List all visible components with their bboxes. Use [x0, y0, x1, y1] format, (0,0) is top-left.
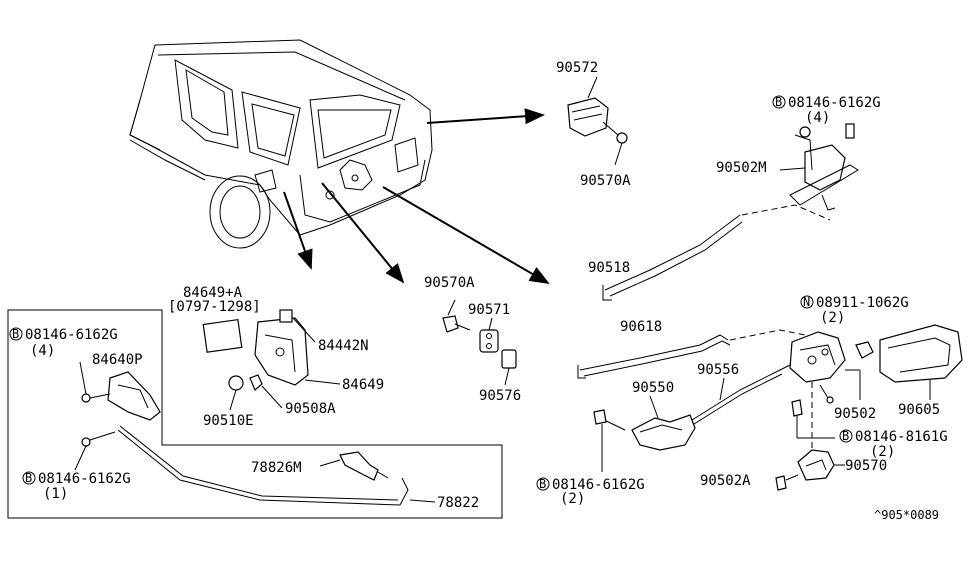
label-84640P: 84640P	[92, 352, 143, 368]
label-90570: 90570	[845, 458, 887, 474]
b-symbol-right-mid	[839, 429, 853, 443]
label-90576: 90576	[479, 388, 521, 404]
label-bolt-bottom: 08146-6162G	[552, 477, 645, 493]
label-78826M: 78826M	[251, 460, 302, 476]
label-90550: 90550	[632, 380, 674, 396]
part-84649-group	[202, 309, 341, 411]
b-symbol-left-top	[9, 327, 23, 341]
label-90571: 90571	[468, 302, 510, 318]
label-90570A-top: 90570A	[580, 173, 631, 189]
cable-90518	[602, 204, 831, 301]
part-90571-group	[442, 299, 517, 386]
b-symbol-left-bot	[22, 471, 36, 485]
label-90556: 90556	[697, 362, 739, 378]
label-84649A-date: [0797-1298]	[168, 299, 261, 315]
vehicle-illustration	[129, 39, 433, 249]
label-bolt-left-bot: 08146-6162G	[38, 471, 131, 487]
label-90502M: 90502M	[716, 160, 767, 176]
label-90502: 90502	[834, 406, 876, 422]
label-nut-right-qty: (2)	[820, 310, 845, 326]
label-90508A: 90508A	[285, 401, 336, 417]
b-symbol-top-text: B	[775, 95, 782, 109]
handle-90605	[855, 324, 963, 400]
label-bolt-left-bot-qty: (1)	[43, 486, 68, 502]
b-symbol-left-bot-text: B	[25, 471, 32, 485]
label-bolt-left-top-qty: (4)	[30, 343, 55, 359]
label-84649A: 84649+A	[183, 285, 243, 301]
lock-90502	[789, 331, 861, 465]
label-nut-right: 08911-1062G	[816, 295, 909, 311]
label-bolt-top-qty: (4)	[805, 110, 830, 126]
b-symbol-left-top-text: B	[12, 327, 19, 341]
label-90518: 90518	[588, 260, 630, 276]
reference-code: ^905*0089	[874, 508, 939, 522]
label-bolt-top: 08146-6162G	[788, 95, 881, 111]
label-78822: 78822	[437, 495, 479, 511]
label-bolt-bottom-qty: (2)	[560, 491, 585, 507]
left-detail-box	[7, 309, 503, 519]
n-symbol-right	[800, 295, 814, 309]
label-84442N: 84442N	[318, 338, 369, 354]
label-90572: 90572	[556, 60, 598, 76]
part-90572	[567, 76, 628, 166]
actuator-90550	[593, 395, 696, 472]
label-90618: 90618	[620, 319, 662, 335]
rod-90618	[577, 329, 806, 379]
labels: 90572 90570A B 08146-6162G (4) 90502M 90…	[9, 60, 948, 522]
striker-90570	[775, 449, 845, 491]
label-bolt-right-mid-qty: (2)	[870, 444, 895, 460]
label-bolt-right-mid: 08146-8161G	[855, 429, 948, 445]
n-symbol-right-text: N	[803, 295, 810, 309]
label-90605: 90605	[898, 402, 940, 418]
label-90502A: 90502A	[700, 473, 751, 489]
arrows	[283, 108, 550, 285]
label-bolt-left-top: 08146-6162G	[25, 327, 118, 343]
b-symbol-right-mid-text: B	[842, 429, 849, 443]
part-90502M	[779, 123, 859, 211]
b-symbol-bottom	[536, 477, 550, 491]
b-symbol-top	[772, 95, 786, 109]
label-84649: 84649	[342, 377, 384, 393]
label-90570A-mid: 90570A	[424, 275, 475, 291]
label-90510E: 90510E	[203, 413, 254, 429]
b-symbol-bottom-text: B	[539, 477, 546, 491]
